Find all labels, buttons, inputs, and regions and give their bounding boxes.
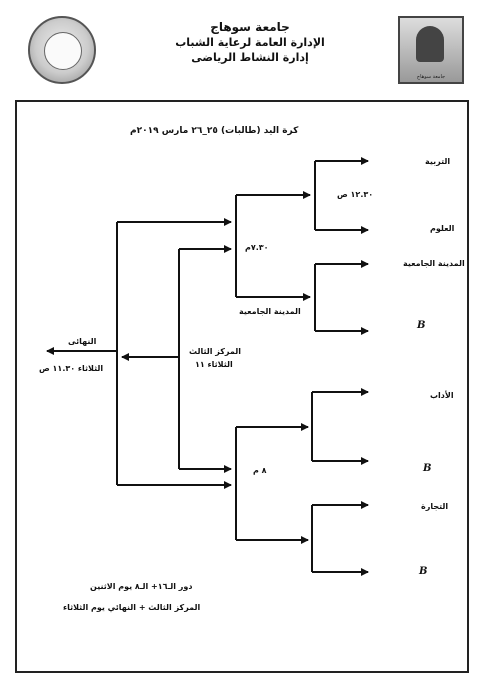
footer-note-1: دور الـ١٦+ الـ٨ يوم الاثنين [90, 582, 193, 591]
pharaoh-head-icon [416, 26, 444, 62]
footer-note-2: المركز الثالث + النهائي يوم الثلاثاء [63, 603, 201, 612]
sports-department-name: إدارة النشاط الرياضى [191, 51, 309, 64]
university-logo: جامعة سوهاج [398, 16, 464, 84]
final-label: النهائى [68, 337, 97, 346]
team-oloum: العلوم [430, 224, 455, 233]
team-madina: المدينة الجامعية [403, 259, 465, 268]
bracket-frame [15, 100, 469, 673]
team-tarbiya: التربية [425, 157, 451, 166]
team-adab: الأداب [430, 391, 454, 400]
header: جامعة سوهاج الإدارة العامة لرعاية الشباب… [0, 0, 495, 90]
sf1-time-label: ٧.٣٠م [245, 243, 269, 252]
header-text: جامعة سوهاج الإدارة العامة لرعاية الشباب… [150, 20, 350, 65]
team-b-2: B [423, 463, 432, 474]
team-tegara: التجارة [421, 502, 449, 511]
bracket-title: كرة اليد (طالبات) ٢٥_٢٦ مارس ٢٠١٩م [130, 126, 299, 136]
youth-welfare-logo [28, 16, 96, 84]
sf2-time-label: ٨ م [253, 466, 267, 475]
department-name: الإدارة العامة لرعاية الشباب [175, 36, 325, 49]
team-b-3: B [419, 566, 428, 577]
logo-caption: جامعة سوهاج [416, 74, 446, 80]
university-name: جامعة سوهاج [210, 20, 290, 34]
sf1-winner-label: المدينة الجامعية [239, 307, 301, 316]
logo-emblem-icon [44, 32, 82, 70]
third-place-time: الثلاثاء ١١ [195, 360, 233, 369]
third-place-label: المركز الثالث [189, 347, 241, 356]
team-b-1: B [417, 320, 426, 331]
final-time: الثلاثاء ١١.٣٠ ص [39, 364, 104, 373]
r1-time-label: ١٢.٣٠ ص [337, 190, 374, 199]
